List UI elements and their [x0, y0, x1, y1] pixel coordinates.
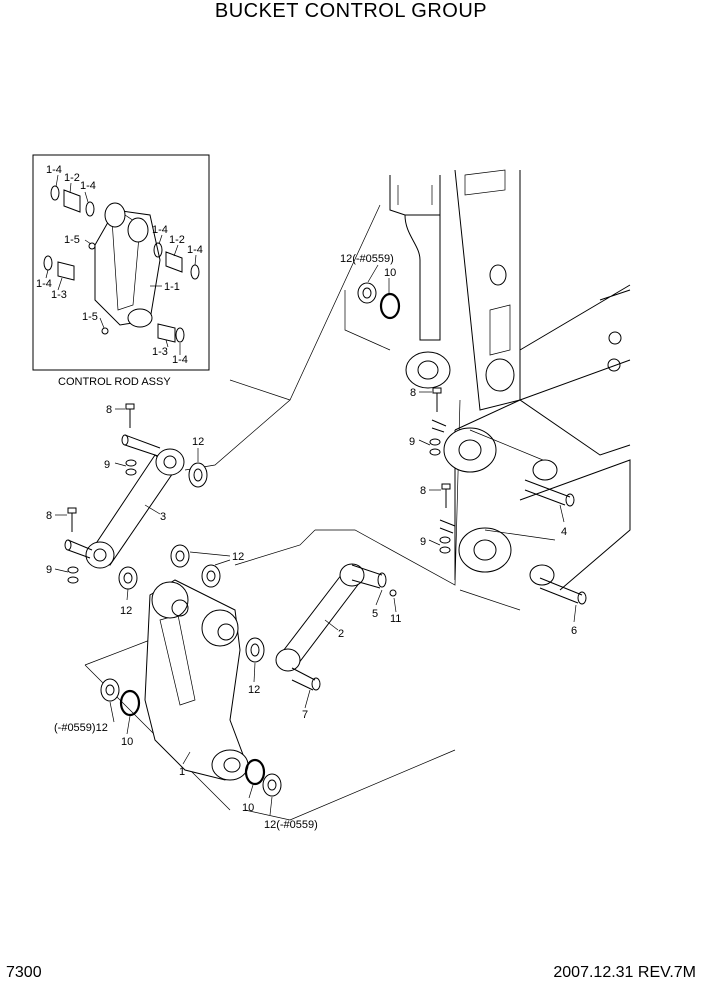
callout-12-upper: 12(-#0559) [340, 253, 394, 265]
callout-1: 1 [179, 766, 185, 778]
link-1-assembly [100, 544, 282, 797]
inset-label-8: 1-4 [36, 278, 52, 290]
page-title: BUCKET CONTROL GROUP [214, 0, 488, 22]
callout-5: 5 [372, 608, 378, 620]
callout-8-left-upper: 8 [106, 404, 112, 416]
inset-label-2: 1-2 [64, 172, 80, 184]
callout-2: 2 [338, 628, 344, 640]
callout-9-right-upper: 9 [409, 436, 415, 448]
callout-9-left-upper: 9 [104, 459, 110, 471]
callout-8-right-lower: 8 [420, 485, 426, 497]
callout-10-upper: 10 [384, 267, 396, 279]
callout-12-left-mid: 12 [120, 605, 132, 617]
inset-label-7: 1-4 [187, 244, 203, 256]
callout-7: 7 [302, 709, 308, 721]
callout-12-left-upper: 12 [192, 436, 204, 448]
callout-10-lower-left: 10 [121, 736, 133, 748]
callout-9-left-lower: 9 [46, 564, 52, 576]
control-rod-assy-inset: 1-4 1-2 1-4 1-5 1-4 1-2 1-4 1-4 1-3 1-1 … [32, 154, 210, 371]
inset-label-11: 1-5 [82, 311, 98, 323]
callout-12-mid: 12 [248, 684, 260, 696]
inset-label-3: 1-4 [80, 180, 96, 192]
callout-6: 6 [571, 625, 577, 637]
revision-date: 2007.12.31 REV.7M [553, 964, 696, 981]
inset-label-10: 1-1 [164, 281, 180, 293]
callout-8-left-lower: 8 [46, 510, 52, 522]
callout-12-pair: 12 [232, 551, 244, 563]
inset-caption: CONTROL ROD ASSY [58, 376, 171, 388]
link-2-assembly [275, 563, 397, 691]
callout-9-right-lower: 9 [420, 536, 426, 548]
callout-12-lower-right: 12(-#0559) [264, 819, 318, 831]
callout-10-lower-right: 10 [242, 802, 254, 814]
callout-3: 3 [160, 511, 166, 523]
callout-11: 11 [390, 613, 401, 625]
callout-4: 4 [561, 526, 567, 538]
callout-leaders [54, 264, 577, 816]
inset-label-6: 1-2 [169, 234, 185, 246]
inset-label-5: 1-4 [152, 224, 168, 236]
inset-label-1: 1-4 [46, 164, 62, 176]
callout-8-right-upper: 8 [410, 387, 416, 399]
page-number: 7300 [6, 964, 42, 981]
arm-structure [357, 169, 631, 605]
callout-12-lower-left: (-#0559)12 [54, 722, 108, 734]
inset-label-9: 1-3 [51, 289, 67, 301]
inset-label-12: 1-3 [152, 346, 168, 358]
link-3-assembly [64, 403, 208, 584]
inset-label-13: 1-4 [172, 354, 188, 366]
inset-label-4: 1-5 [64, 234, 80, 246]
